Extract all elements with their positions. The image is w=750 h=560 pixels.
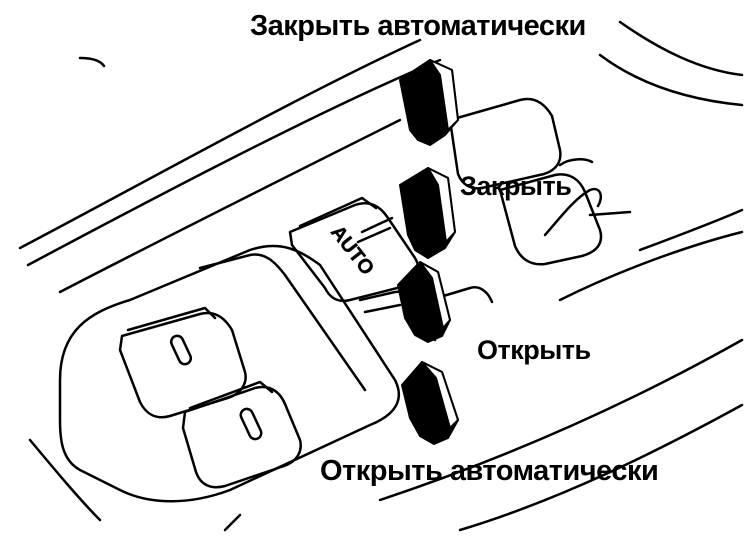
label-close-automatically: Закрыть автоматически [250, 10, 586, 42]
label-close: Закрыть [460, 171, 572, 201]
rear-window-switch-lower [181, 380, 302, 489]
label-open-automatically: Открыть автоматически [320, 455, 659, 487]
label-open: Открыть [477, 335, 591, 365]
switch-panel [58, 244, 401, 503]
auto-switch-text: AUTO [326, 222, 378, 280]
door-lock-switch [448, 97, 632, 266]
direction-arrows [397, 59, 459, 445]
armrest-outline [18, 20, 744, 532]
rear-window-switch-upper [118, 306, 247, 419]
